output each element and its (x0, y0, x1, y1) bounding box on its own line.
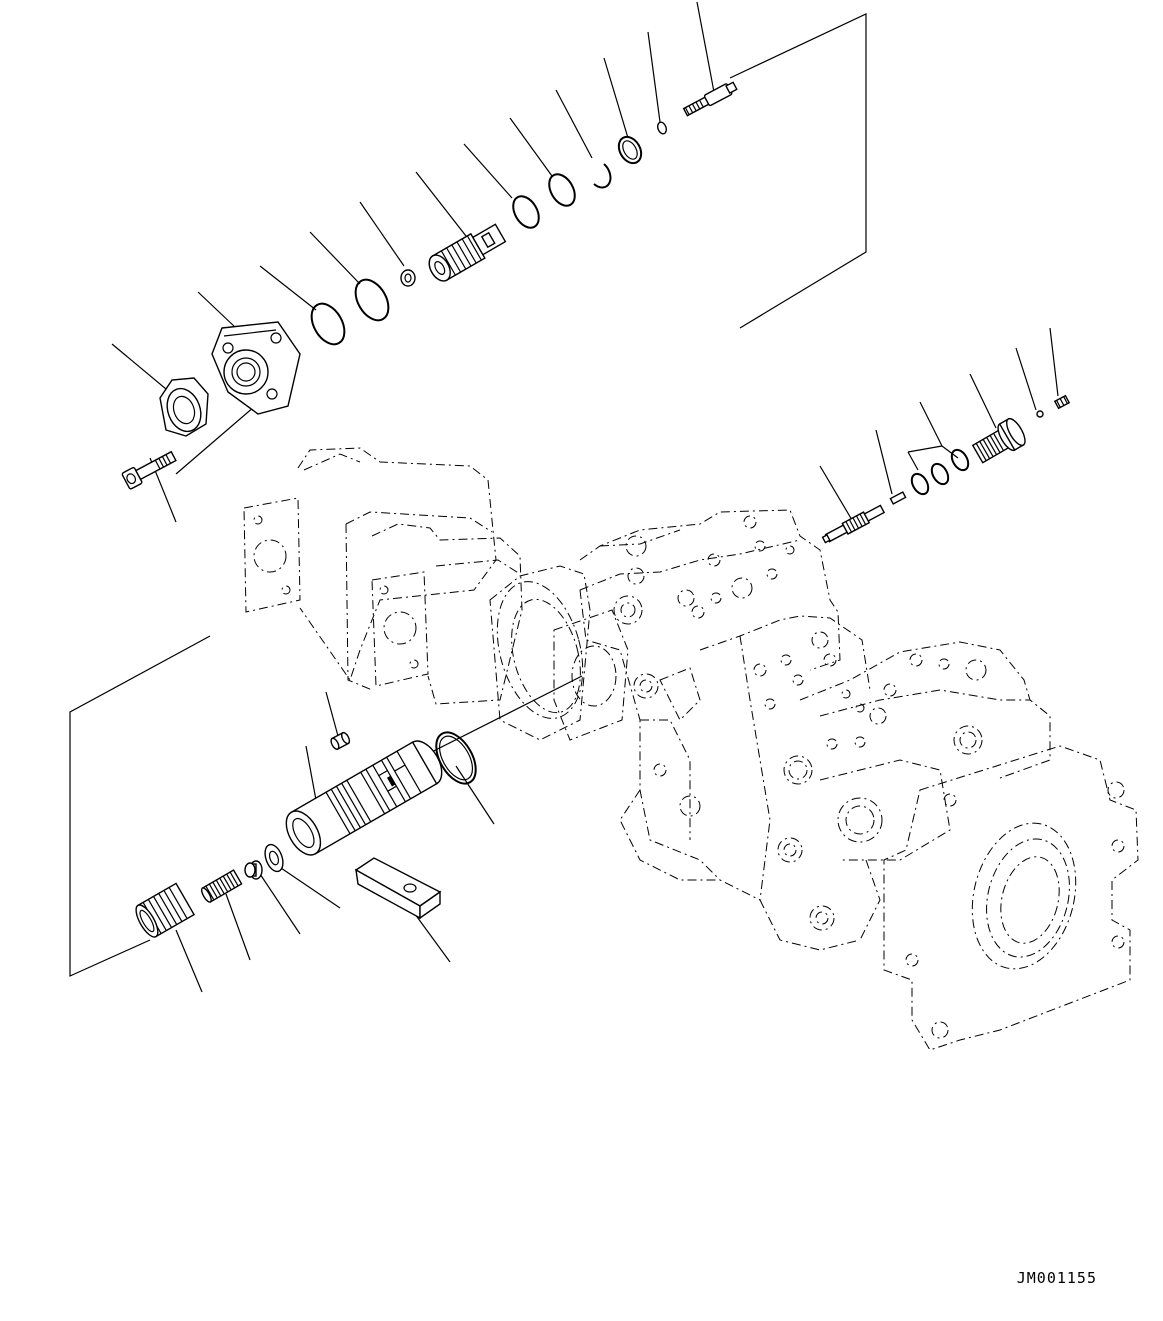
upper-parts (121, 81, 738, 490)
pump-assembly (243, 447, 1139, 1051)
lower-parts (135, 731, 477, 938)
upper-group-bracket (729, 13, 867, 329)
leader-lines-upper (111, 1, 715, 523)
flange-part (211, 321, 301, 415)
leader-lines-lower (175, 675, 583, 993)
hex-nut (159, 377, 209, 437)
plug-part-1 (682, 81, 738, 117)
spool-part (821, 504, 886, 544)
right-parts (821, 394, 1071, 544)
small-plug (330, 731, 351, 751)
leader-lines-right (819, 327, 1059, 521)
lower-group-bracket (69, 635, 211, 977)
valve-sleeve (285, 740, 443, 856)
sleeve-part (428, 223, 507, 282)
small-cap (244, 860, 263, 880)
key-block (354, 857, 442, 920)
bolt-part (121, 450, 177, 490)
drawing-code: JM001155 (1016, 1269, 1097, 1287)
seat-washer (264, 843, 284, 873)
plug-part-2 (971, 417, 1026, 464)
inner-spring (200, 869, 243, 903)
ring-1 (617, 135, 643, 165)
outer-spring (135, 882, 196, 938)
small-nut (400, 269, 416, 287)
